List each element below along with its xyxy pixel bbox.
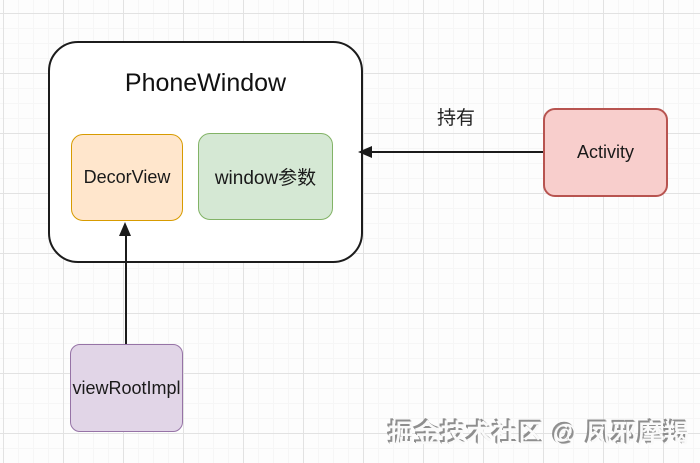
node-window-params-label: window参数: [214, 168, 317, 189]
arrowhead-up-icon: [119, 222, 131, 236]
node-viewrootimpl: viewRootImpl: [70, 344, 183, 432]
node-decorview-label: DecorView: [83, 167, 171, 187]
node-window-params: window参数: [198, 133, 333, 220]
node-activity-label: Activity: [576, 142, 634, 162]
edge-activity-to-phonewindow-label: 持有: [436, 108, 475, 129]
watermark-text: 掘金技术社区 @ 凤邪摩羯: [388, 420, 690, 448]
edge-viewrootimpl-to-decorview-line: [125, 235, 127, 344]
node-phonewindow: PhoneWindow DecorView window参数: [48, 41, 363, 263]
node-decorview: DecorView: [71, 134, 183, 221]
node-activity: Activity: [543, 108, 668, 197]
edge-activity-to-phonewindow-line: [371, 151, 543, 153]
arrowhead-left-icon: [358, 146, 372, 158]
node-phonewindow-label: PhoneWindow: [124, 69, 287, 97]
node-viewrootimpl-label: viewRootImpl: [72, 377, 181, 398]
